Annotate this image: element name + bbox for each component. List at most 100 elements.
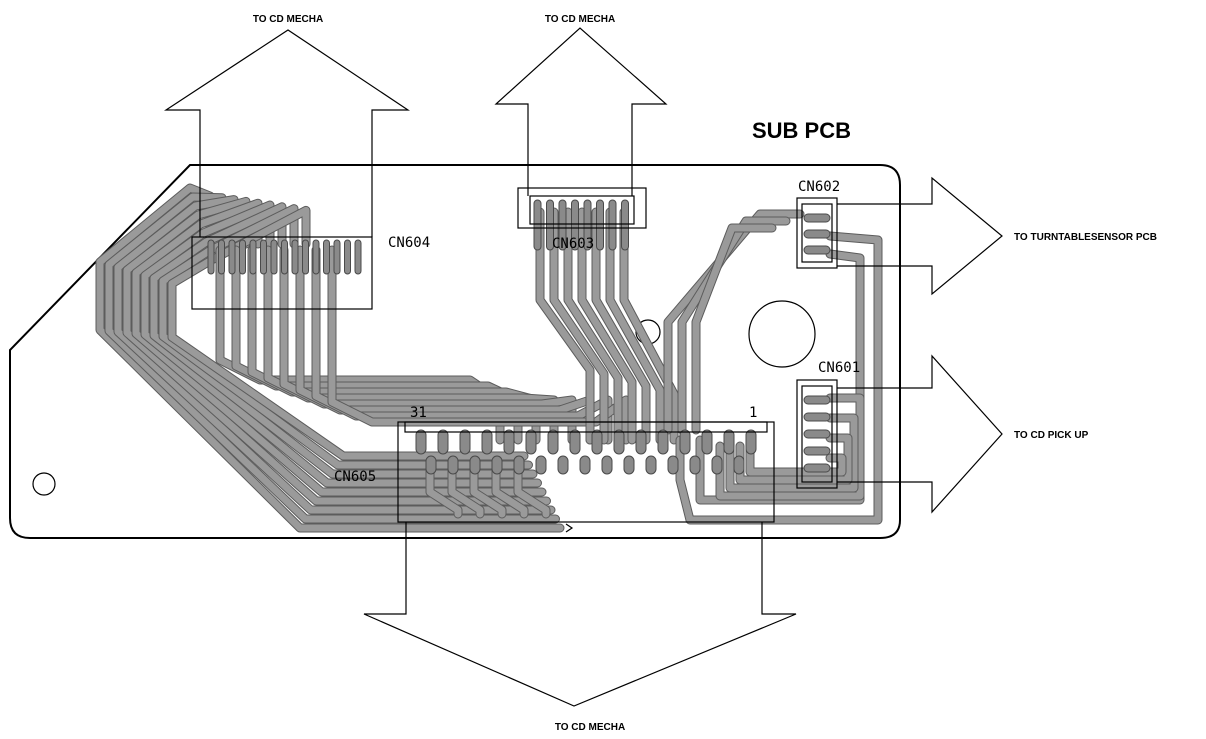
pad xyxy=(218,239,225,275)
pad xyxy=(679,429,691,455)
pad xyxy=(291,239,299,275)
pad xyxy=(546,199,554,251)
pad xyxy=(533,199,542,251)
label-cn603: CN603 xyxy=(552,236,594,252)
pad xyxy=(437,429,449,455)
pad xyxy=(207,239,215,275)
trace-35 xyxy=(470,458,506,518)
trace-37 xyxy=(514,458,550,518)
pad xyxy=(569,429,581,455)
trace-21 xyxy=(592,208,650,444)
trace-20 xyxy=(578,208,636,444)
connector-cn601-inner xyxy=(801,385,833,483)
connector-cn604 xyxy=(191,236,373,310)
label-cn602: CN602 xyxy=(798,179,840,195)
pad xyxy=(481,429,493,455)
connector-cn602-inner xyxy=(801,203,833,263)
pad xyxy=(803,395,831,405)
pad xyxy=(535,455,547,475)
pad xyxy=(608,199,617,251)
arrow-cn603 xyxy=(494,27,668,196)
connector-cn601 xyxy=(796,379,838,489)
connector-cn602 xyxy=(796,197,838,269)
label-to-cd-mecha-left: TO CD MECHA xyxy=(253,14,323,25)
pad xyxy=(601,455,613,475)
arrow-cn605 xyxy=(363,522,797,707)
trace-27 xyxy=(676,232,882,524)
pad xyxy=(645,455,657,475)
pad xyxy=(591,429,603,455)
trace-29 xyxy=(716,394,864,500)
pad xyxy=(249,239,257,275)
pad xyxy=(469,455,481,475)
trace-30 xyxy=(726,414,858,492)
trace-34 xyxy=(448,458,484,518)
label-to-cd-mecha-center: TO CD MECHA xyxy=(545,14,615,25)
trace-4 xyxy=(132,199,546,496)
pad xyxy=(613,429,625,455)
pad xyxy=(623,455,635,475)
pad xyxy=(803,429,831,439)
label-to-cd-pick-up: TO CD PICK UP xyxy=(1014,430,1089,441)
label-cn605: CN605 xyxy=(334,469,376,485)
trace-18 xyxy=(550,208,608,444)
trace-edge xyxy=(691,223,777,435)
pad xyxy=(425,455,437,475)
board-title: SUB PCB xyxy=(752,118,851,143)
pad xyxy=(447,455,459,475)
pad xyxy=(323,239,330,275)
pad xyxy=(745,429,757,455)
pad xyxy=(333,239,341,275)
pad xyxy=(557,455,569,475)
label-to-turntable-sensor: TO TURNTABLESENSOR PCB xyxy=(1014,232,1157,243)
pad xyxy=(239,239,246,275)
pad xyxy=(459,429,471,455)
pad xyxy=(547,429,559,455)
trace-19 xyxy=(564,208,622,444)
label-cn604: CN604 xyxy=(388,235,430,251)
trace-32 xyxy=(746,442,846,476)
pad xyxy=(513,455,525,475)
arrow-cn601 xyxy=(837,354,1003,514)
pad xyxy=(701,429,713,455)
label-cn601: CN601 xyxy=(818,360,860,376)
pad xyxy=(571,199,579,251)
trace-23 xyxy=(620,208,678,444)
pad xyxy=(657,429,669,455)
pad xyxy=(558,199,567,251)
trace-17 xyxy=(536,208,594,444)
trace-3 xyxy=(123,197,550,505)
connector-cn603-inner xyxy=(529,195,635,225)
pad xyxy=(711,455,723,475)
trace-8 xyxy=(168,206,528,460)
pad xyxy=(260,239,267,275)
trace-6 xyxy=(150,203,537,478)
pad xyxy=(803,213,831,223)
pad xyxy=(228,239,236,275)
mounting-hole-left xyxy=(32,472,56,496)
trace-7 xyxy=(159,205,532,469)
pad xyxy=(344,239,351,275)
pad-group xyxy=(207,199,831,475)
pad xyxy=(667,455,679,475)
pad xyxy=(281,239,288,275)
pad xyxy=(621,199,629,251)
mounting-hole-large xyxy=(748,300,816,368)
pad xyxy=(579,455,591,475)
trace-2 xyxy=(114,196,555,514)
pad xyxy=(312,239,320,275)
pad xyxy=(491,455,503,475)
pad xyxy=(803,412,831,422)
pad xyxy=(583,199,592,251)
arrow-cn604 xyxy=(163,29,410,237)
trace-26 xyxy=(692,224,776,434)
pad xyxy=(596,199,604,251)
label-pin-1: 1 xyxy=(749,405,757,421)
pad xyxy=(525,429,537,455)
label-pin-31: 31 xyxy=(410,405,427,421)
connector-cn603 xyxy=(517,187,647,229)
pad xyxy=(803,463,831,473)
pad xyxy=(733,455,745,475)
arrow-cn602 xyxy=(837,176,1003,296)
